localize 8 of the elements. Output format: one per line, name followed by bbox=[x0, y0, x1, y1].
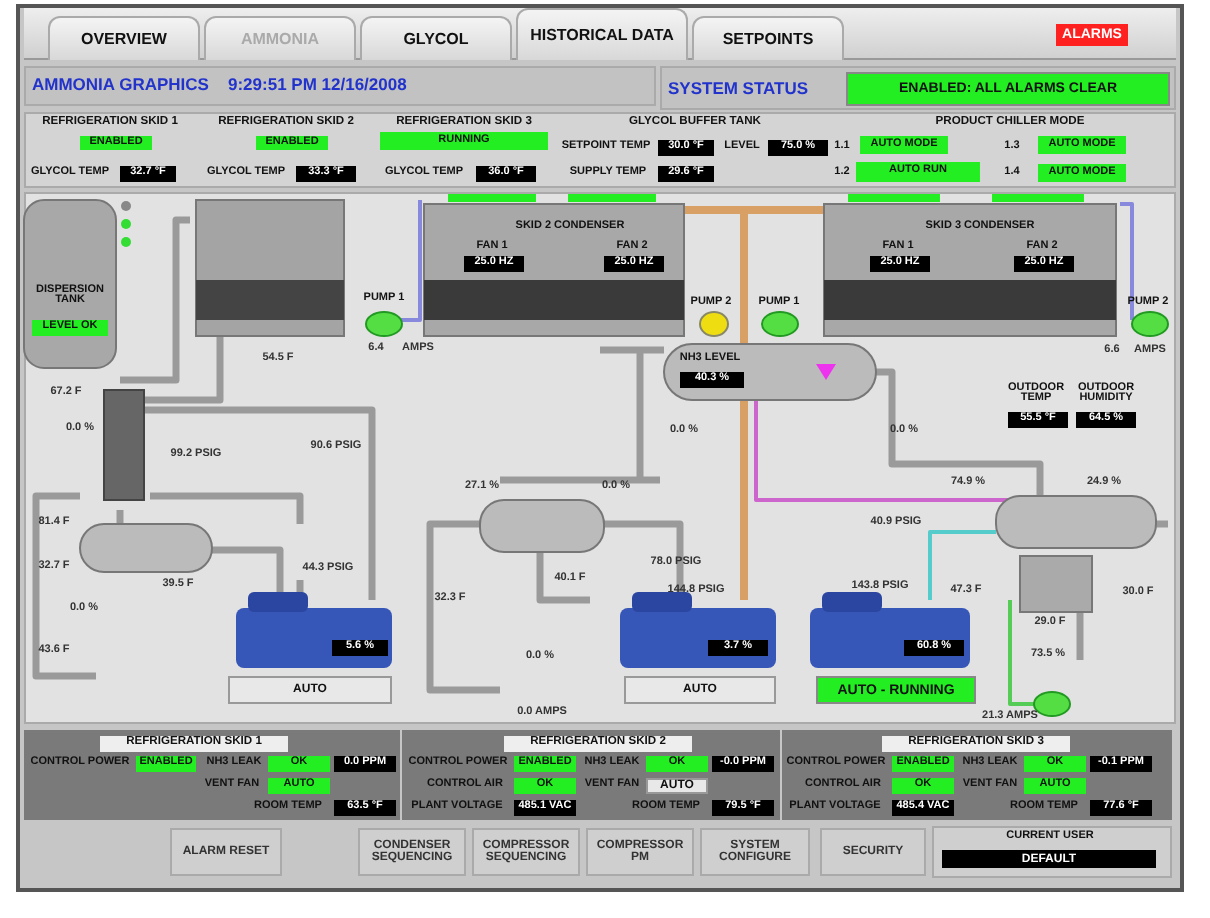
timestamp: 9:29:51 PM 12/16/2008 bbox=[228, 72, 409, 98]
nav-tab: SETPOINTS bbox=[692, 16, 844, 60]
nav-tab: AMMONIA bbox=[204, 16, 356, 60]
nav-tab: HISTORICAL DATA bbox=[516, 8, 688, 60]
status-label: SYSTEM STATUS bbox=[668, 76, 811, 102]
screen-title: AMMONIA GRAPHICS bbox=[32, 72, 211, 98]
nav-tab: GLYCOL bbox=[360, 16, 512, 60]
nav-tab: OVERVIEW bbox=[48, 16, 200, 60]
